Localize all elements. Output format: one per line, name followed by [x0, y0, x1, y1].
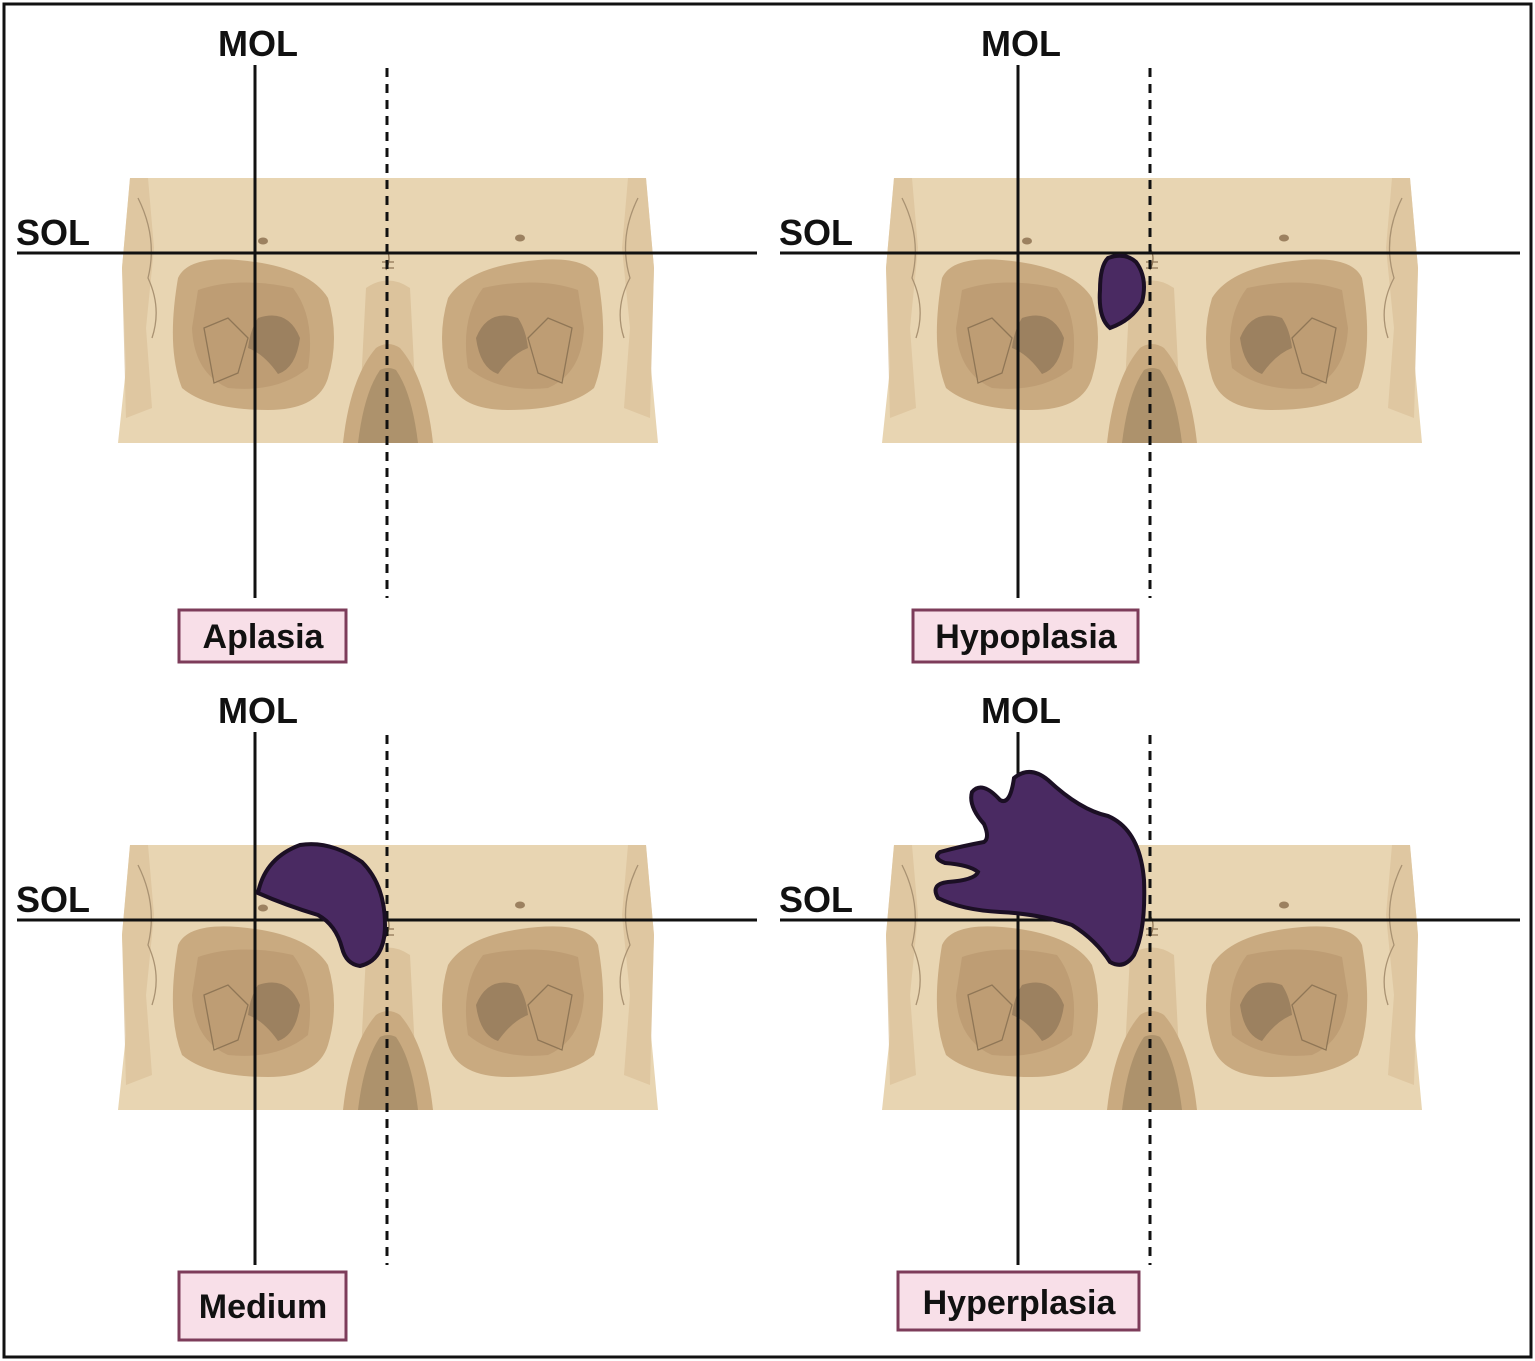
frontal-sinus-shape — [255, 842, 388, 969]
sol-label: SOL — [16, 879, 90, 920]
sol-label: SOL — [779, 212, 853, 253]
panel-aplasia: MOL SOL Aplasia — [15, 23, 759, 664]
mol-label: MOL — [218, 690, 298, 731]
category-label-box — [896, 1270, 1141, 1332]
sol-label: SOL — [779, 879, 853, 920]
category-label-medium: Medium — [199, 1288, 327, 1326]
category-label-hyperplasia: Hyperplasia — [923, 1284, 1117, 1322]
panel-medium: MOL SOL Medium — [15, 690, 759, 1342]
category-label-box — [177, 1270, 348, 1342]
mol-label: MOL — [218, 23, 298, 64]
frontal-sinus-shape — [1097, 253, 1146, 331]
panel-hypoplasia: MOL SOL Hypoplasia — [778, 23, 1522, 664]
category-label-box — [177, 608, 348, 664]
category-label-box — [911, 608, 1140, 664]
skull-illustration — [881, 177, 1423, 444]
mol-label: MOL — [981, 690, 1061, 731]
sol-label: SOL — [16, 212, 90, 253]
mol-label: MOL — [981, 23, 1061, 64]
category-label-hypoplasia: Hypoplasia — [935, 618, 1117, 656]
frontal-sinus-shape — [933, 770, 1147, 967]
panel-hyperplasia: MOL SOL Hyperplasia — [778, 690, 1522, 1332]
category-label-aplasia: Aplasia — [203, 618, 325, 656]
